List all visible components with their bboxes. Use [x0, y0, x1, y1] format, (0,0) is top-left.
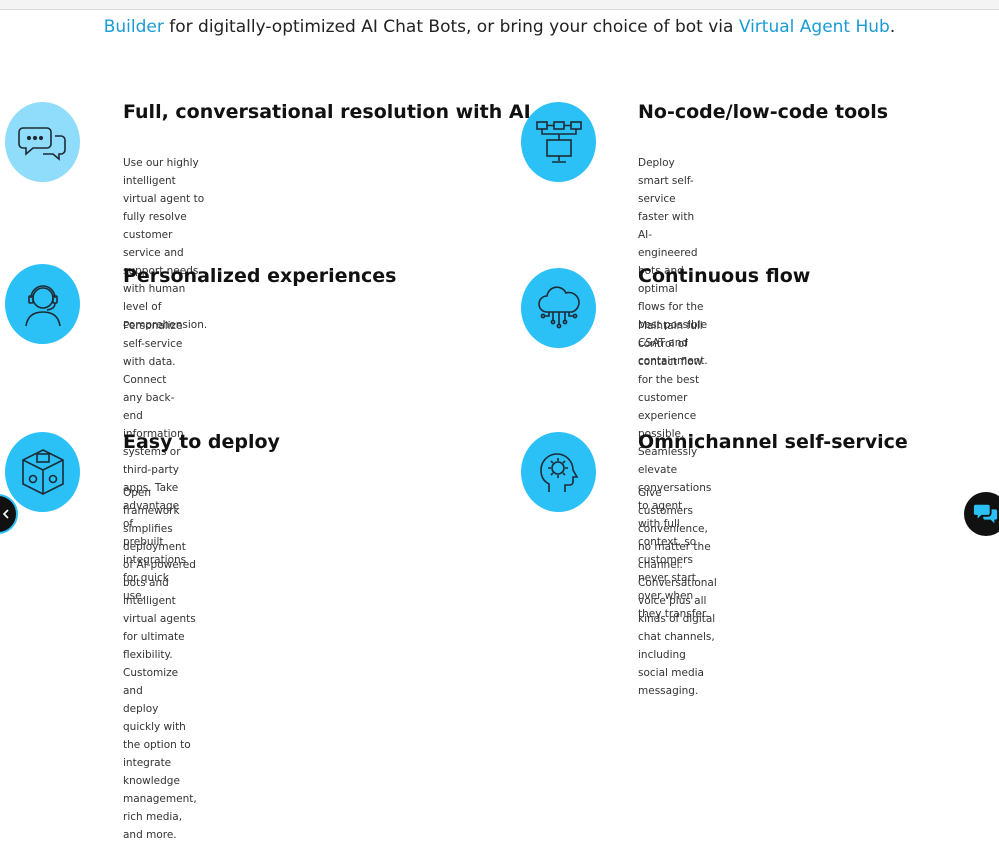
flow-monitor-icon [521, 102, 596, 182]
chevron-left-icon [2, 509, 9, 519]
chat-icon [973, 504, 998, 524]
feature-description: Deploy smart self-service faster with AI… [638, 157, 708, 367]
builder-link[interactable]: Builder [103, 17, 164, 37]
feature-description: Give customers convenience, no matter th… [638, 487, 717, 697]
intro-text: Builder for digitally-optimized AI Chat … [0, 17, 999, 37]
intro-middle-text: for digitally-optimized AI Chat Bots, or… [163, 17, 739, 37]
chat-bubbles-icon [5, 102, 80, 182]
headset-agent-icon [5, 264, 80, 344]
intro-end-text: . [889, 17, 896, 37]
feature-title: Continuous flow [638, 265, 811, 287]
feature-title: Easy to deploy [123, 431, 280, 453]
cube-deploy-icon [5, 432, 80, 512]
feature-title: Full, conversational resolution with AI [123, 101, 531, 123]
feature-description: Use our highly intelligent virtual agent… [123, 157, 208, 331]
cloud-network-icon [521, 268, 596, 348]
virtual-agent-hub-link[interactable]: Virtual Agent Hub [738, 17, 890, 37]
browser-top-edge [0, 0, 999, 10]
feature-title: Omnichannel self-service [638, 431, 908, 453]
feature-title: No-code/low-code tools [638, 101, 889, 123]
feature-description: Open framework simplifies deployment of … [123, 487, 197, 841]
feature-title: Personalized experiences [123, 265, 397, 287]
chat-widget-button[interactable] [964, 492, 999, 536]
head-gear-icon [521, 432, 596, 512]
